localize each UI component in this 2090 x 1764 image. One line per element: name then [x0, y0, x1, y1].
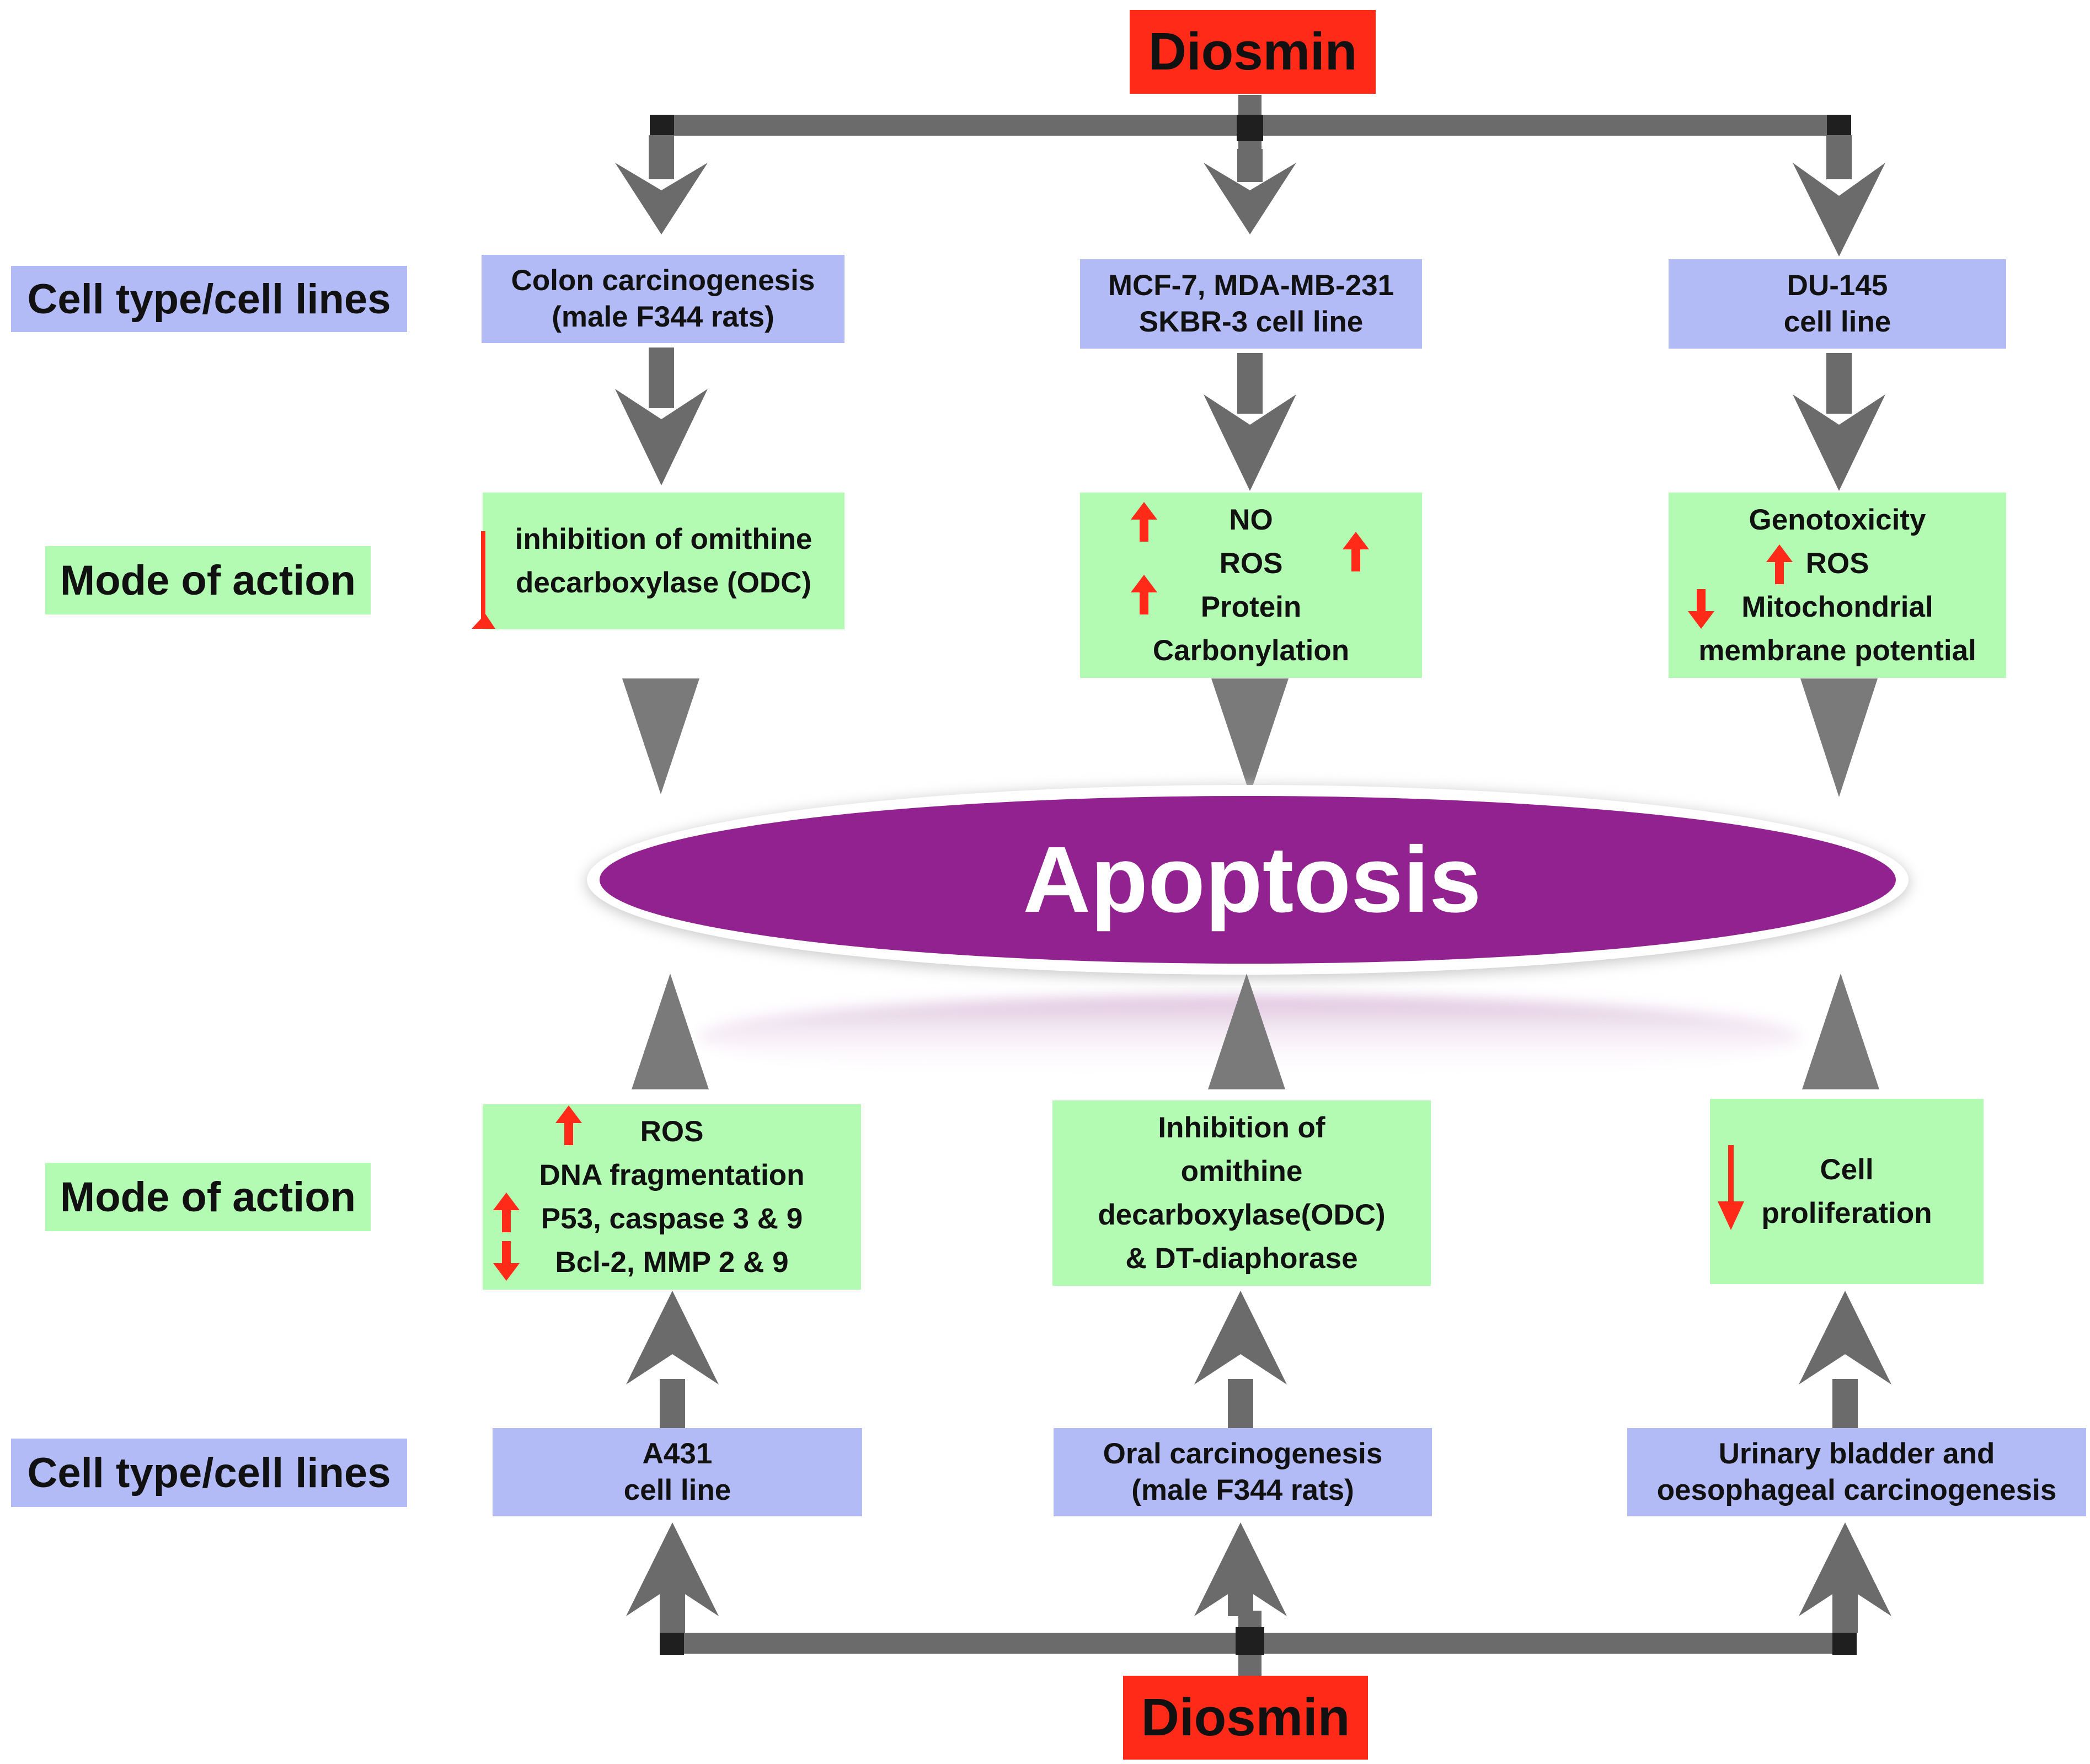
down-arrow-icon	[1718, 1145, 1744, 1230]
up-arrow-icon	[1131, 575, 1157, 614]
arrow-down-left-2	[615, 348, 708, 485]
top-mode-genotoxicity: Genotoxicity ROS Mitochondrial membrane …	[1669, 493, 2006, 678]
diosmin-top-label: Diosmin	[1148, 22, 1357, 81]
top-bus	[650, 95, 1851, 150]
bottom-mode-proliferation: Cell proliferation	[1710, 1099, 1984, 1284]
up-arrow-icon	[1766, 544, 1793, 584]
triangle-down-middle	[1211, 678, 1289, 794]
up-arrow-icon	[555, 1105, 582, 1145]
down-arrow-icon	[1688, 589, 1714, 629]
arrow-down-left-1	[615, 135, 708, 234]
bottom-mode-ros: ROS DNA fragmentation P53, caspase 3 & 9…	[483, 1104, 861, 1290]
top-cell-mcf7: MCF-7, MDA-MB-231 SKBR-3 cell line	[1080, 259, 1422, 349]
top-mode-odc: inhibition of omithine decarboxylase (OD…	[483, 493, 844, 629]
triangle-up-middle	[1208, 974, 1285, 1089]
arrow-up-left-1	[626, 1522, 719, 1633]
row-label-top-mode: Mode of action	[45, 546, 371, 614]
row-label-bottom-mode: Mode of action	[45, 1163, 371, 1231]
arrow-up-right-2	[1799, 1291, 1891, 1429]
row-label-top-cell: Cell type/cell lines	[11, 266, 407, 332]
bottom-bus	[660, 1611, 1857, 1677]
arrow-down-right-1	[1793, 135, 1885, 256]
arrow-up-right-1	[1799, 1522, 1891, 1633]
diosmin-bottom-box: Diosmin	[1123, 1676, 1368, 1760]
triangle-down-right	[1800, 678, 1878, 797]
apoptosis-label: Apoptosis	[1023, 827, 1482, 932]
triangle-up-right	[1802, 974, 1879, 1089]
arrow-up-middle-1	[1194, 1522, 1287, 1616]
bottom-cell-bladder: Urinary bladder and oesophageal carcinog…	[1627, 1428, 2086, 1516]
arrow-down-middle-1	[1204, 149, 1296, 234]
top-cell-colon: Colon carcinogenesis (male F344 rats)	[482, 255, 844, 343]
arrow-up-left-2	[626, 1291, 719, 1429]
diosmin-bottom-label: Diosmin	[1141, 1688, 1350, 1747]
up-arrow-icon	[1131, 502, 1157, 542]
inhibition-marker-icon	[472, 531, 495, 629]
up-arrow-icon	[493, 1193, 520, 1232]
arrow-down-middle-2	[1204, 353, 1296, 491]
triangle-up-left	[632, 974, 709, 1089]
arrow-down-right-2	[1793, 353, 1885, 491]
bottom-mode-odc: Inhibition of omithine decarboxylase(ODC…	[1052, 1100, 1431, 1286]
up-arrow-icon	[1343, 532, 1369, 571]
row-label-bottom-cell: Cell type/cell lines	[11, 1439, 407, 1507]
arrow-up-middle-2	[1194, 1291, 1287, 1429]
bottom-cell-a431: A431 cell line	[493, 1428, 862, 1516]
down-arrow-icon	[493, 1241, 520, 1281]
top-cell-du145: DU-145 cell line	[1669, 259, 2006, 349]
triangle-down-left	[622, 678, 699, 794]
apoptosis-ellipse	[600, 796, 1896, 964]
diosmin-top-box: Diosmin	[1130, 10, 1376, 94]
bottom-cell-oral: Oral carcinogenesis (male F344 rats)	[1054, 1428, 1432, 1516]
